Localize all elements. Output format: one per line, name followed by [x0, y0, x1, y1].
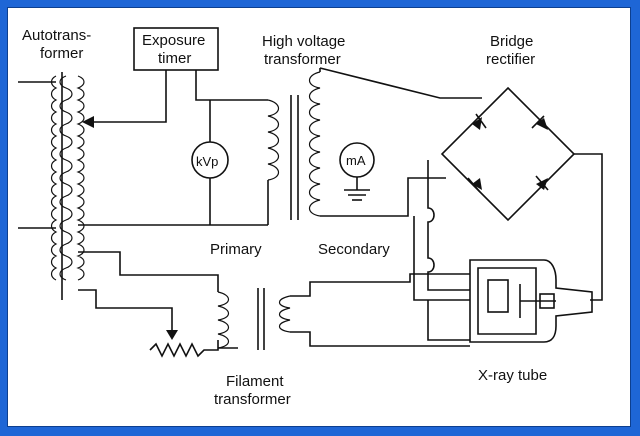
- ma-label: mA: [346, 153, 366, 168]
- primary-label: Primary: [210, 241, 262, 258]
- kvp-label: kVp: [196, 154, 218, 169]
- bridge-rectifier-label-2: rectifier: [486, 51, 535, 68]
- lead-cathode-3: [427, 300, 470, 341]
- autotransformer-label-1: Autotrans-: [22, 27, 91, 44]
- autotransformer-label-2: former: [40, 45, 83, 62]
- ma-meter: [339, 142, 375, 201]
- secondary-bottom-lead: [320, 177, 446, 217]
- exposure-timer-label-2: timer: [158, 50, 191, 67]
- exposure-timer: [82, 27, 268, 128]
- secondary-top-lead: [319, 67, 482, 99]
- filament-transformer-label-2: transformer: [214, 391, 291, 408]
- xray-tube-label: X-ray tube: [478, 367, 547, 384]
- diagram-panel: [7, 7, 631, 427]
- bridge-rectifier-label-1: Bridge: [490, 33, 533, 50]
- rheostat-resistor: [149, 340, 219, 358]
- hv-transformer-label-2: transformer: [264, 51, 341, 68]
- exposure-timer-label-1: Exposure: [142, 32, 205, 49]
- kvp-meter: [191, 100, 229, 225]
- lead-cathode-2: [413, 216, 470, 301]
- lead-cathode-1: [427, 160, 470, 291]
- secondary-label: Secondary: [318, 241, 390, 258]
- filament-circuit: [78, 251, 470, 358]
- autotransformer: [18, 72, 85, 300]
- hv-transformer-label-1: High voltage: [262, 33, 345, 50]
- tap-arrow-icon: [82, 116, 94, 128]
- bridge-rectifier: [440, 86, 603, 301]
- high-voltage-transformer: [267, 68, 321, 225]
- xray-tube: [469, 259, 593, 343]
- rheostat-arrow-icon: [166, 330, 178, 340]
- filament-transformer-label-1: Filament: [226, 373, 284, 390]
